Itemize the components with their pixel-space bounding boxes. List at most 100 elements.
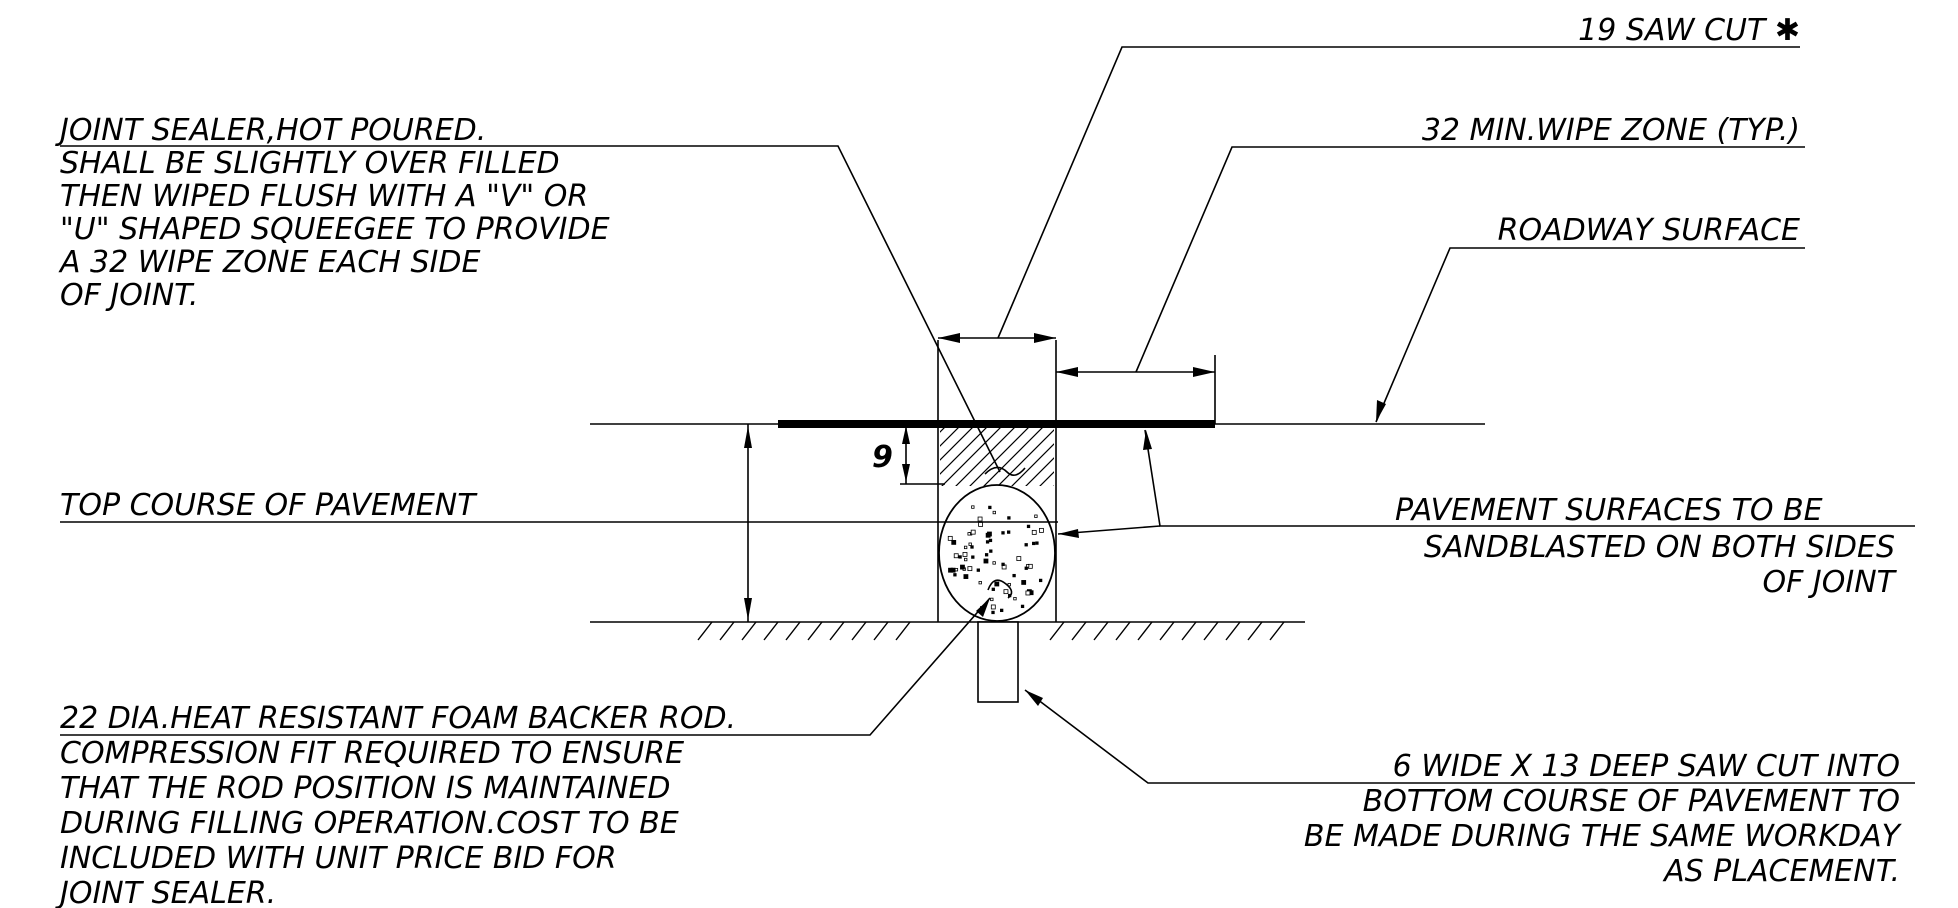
rod-texture-dot xyxy=(994,581,1000,587)
joint-sealer-line-4: "U" SHAPED SQUEEGEE TO PROVIDE xyxy=(60,212,610,247)
rod-texture-dot xyxy=(953,573,957,577)
rod-texture-dot xyxy=(960,564,965,570)
rod-texture-dot xyxy=(971,555,975,559)
rod-texture-dot xyxy=(951,539,957,545)
sandblast-line-1: PAVEMENT SURFACES TO BE xyxy=(1395,493,1823,528)
rod-texture-dot xyxy=(978,581,982,585)
rod-texture-dot xyxy=(988,538,993,543)
ground-hatch-tick xyxy=(1247,621,1263,641)
rod-texture-dot xyxy=(1039,527,1044,533)
ground-hatch-tick xyxy=(1269,621,1285,641)
rod-texture-dot xyxy=(962,552,968,557)
rod-texture-dot xyxy=(1001,562,1005,566)
rod-texture-dot xyxy=(968,542,972,546)
rod-texture-dot xyxy=(1001,531,1005,535)
rod-texture-dot xyxy=(970,545,974,549)
sealer-depth-arrow-top xyxy=(902,426,910,444)
rod-texture-dot xyxy=(991,610,995,615)
backer-rod-note: 22 DIA.HEAT RESISTANT FOAM BACKER ROD. C… xyxy=(55,701,736,908)
wipe-zone-arrow-left xyxy=(1056,367,1078,377)
ground-hatch-tick xyxy=(763,621,779,641)
saw-cut-note: 19 SAW CUT ✱ xyxy=(1578,13,1800,48)
rod-texture-dot xyxy=(990,597,994,602)
rod-texture-dot xyxy=(970,529,976,535)
ground-hatch-tick xyxy=(873,621,889,641)
backer-rod-line-6: JOINT SEALER. xyxy=(55,876,276,908)
rod-texture-dot xyxy=(978,521,984,527)
backer-rod-squiggle xyxy=(987,579,1013,599)
backer-rod-line-5: INCLUDED WITH UNIT PRICE BID FOR xyxy=(60,841,617,876)
backer-rod-arrow xyxy=(976,598,990,617)
rod-texture-dot xyxy=(1032,541,1036,546)
rod-texture-dot xyxy=(1038,578,1043,583)
rod-texture-dot xyxy=(1007,530,1011,534)
joint-sealer-note: JOINT SEALER,HOT POURED. SHALL BE SLIGHT… xyxy=(55,113,610,313)
rod-texture-dot xyxy=(948,567,953,573)
rod-texture-dot xyxy=(977,516,983,522)
rod-texture-dot xyxy=(954,568,959,572)
rod-texture-dot xyxy=(985,532,991,538)
rod-texture-dot xyxy=(990,604,996,610)
top-course-arrow-top xyxy=(744,426,752,448)
ground-hatch-tick xyxy=(1137,621,1153,641)
rod-texture-dot xyxy=(1025,590,1031,596)
sealer-squiggle xyxy=(984,466,1026,476)
joint-sealer-line-2: SHALL BE SLIGHTLY OVER FILLED xyxy=(60,146,560,181)
roadway-surface-note: ROADWAY SURFACE xyxy=(1498,213,1800,248)
rod-texture-dot xyxy=(1012,573,1016,578)
joint-sealer-leader xyxy=(60,145,1001,473)
rod-texture-dot xyxy=(967,532,971,536)
joint-sealer-line-6: OF JOINT. xyxy=(60,278,198,313)
bottom-saw-cut-line-2: BOTTOM COURSE OF PAVEMENT TO xyxy=(1363,784,1900,819)
rod-texture-dot xyxy=(1016,556,1022,561)
rod-texture-dot xyxy=(1024,543,1028,547)
sealer-depth-label: 9 xyxy=(872,440,893,475)
rod-texture-dot xyxy=(958,555,962,559)
rod-texture-dot xyxy=(964,557,968,562)
rod-texture-dot xyxy=(1031,529,1037,535)
sandblast-note: PAVEMENT SURFACES TO BE SANDBLASTED ON B… xyxy=(1395,493,1898,600)
backer-rod-line-2: COMPRESSION FIT REQUIRED TO ENSURE xyxy=(60,736,684,771)
roadway-surface-leader xyxy=(1375,247,1805,423)
rod-texture-dot xyxy=(991,587,995,591)
bottom-saw-cut-note: 6 WIDE X 13 DEEP SAW CUT INTO BOTTOM COU… xyxy=(1304,749,1903,889)
rod-texture-dot xyxy=(963,545,968,550)
foam-backer-rod xyxy=(938,484,1056,622)
sandblast-line-3: OF JOINT xyxy=(1763,565,1898,600)
ground-hatch-tick xyxy=(1181,621,1197,641)
backer-rod-line-3: THAT THE ROD POSITION IS MAINTAINED xyxy=(60,771,670,806)
ground-hatch-tick xyxy=(719,621,735,641)
ground-hatch-tick xyxy=(1049,621,1065,641)
backer-rod-texture xyxy=(947,505,1044,615)
ground-hatching xyxy=(697,621,1285,641)
wipe-zone-leader xyxy=(1135,146,1805,373)
rod-texture-dot xyxy=(971,505,975,509)
sandblast-line-2: SANDBLASTED ON BOTH SIDES xyxy=(1424,530,1895,565)
joint-sealer-line-5: A 32 WIPE ZONE EACH SIDE xyxy=(58,245,480,280)
ground-hatch-tick xyxy=(697,621,713,641)
ground-hatch-tick xyxy=(851,621,867,641)
rod-texture-dot xyxy=(953,553,959,559)
ground-hatch-tick xyxy=(1159,621,1175,641)
backer-rod-leader xyxy=(60,597,991,736)
lower-saw-cut xyxy=(977,621,1019,703)
rod-texture-dot xyxy=(1000,608,1004,613)
rod-texture-dot xyxy=(976,568,980,572)
roadway-surface-arrow xyxy=(1376,400,1386,422)
rod-texture-dot xyxy=(992,561,996,565)
joint-sealer-line-1: JOINT SEALER,HOT POURED. xyxy=(55,113,486,148)
sandblast-arrow-2 xyxy=(1058,529,1079,538)
rod-texture-dot xyxy=(983,558,989,564)
joint-sealer-line-3: THEN WIPED FLUSH WITH A "V" OR xyxy=(60,179,588,214)
saw-cut-dim-arrow-left xyxy=(938,333,960,343)
bottom-saw-cut-line-4: AS PLACEMENT. xyxy=(1662,854,1900,889)
saw-cut-leader xyxy=(997,46,1800,339)
bottom-saw-cut-line-3: BE MADE DURING THE SAME WORKDAY xyxy=(1304,819,1903,854)
bottom-saw-cut-line-1: 6 WIDE X 13 DEEP SAW CUT INTO xyxy=(1393,749,1900,784)
ground-hatch-tick xyxy=(1115,621,1131,641)
rod-texture-dot xyxy=(967,566,973,572)
rod-texture-dot xyxy=(989,549,993,553)
rod-texture-dot xyxy=(1003,589,1009,595)
hot-poured-sealer xyxy=(940,426,1054,486)
